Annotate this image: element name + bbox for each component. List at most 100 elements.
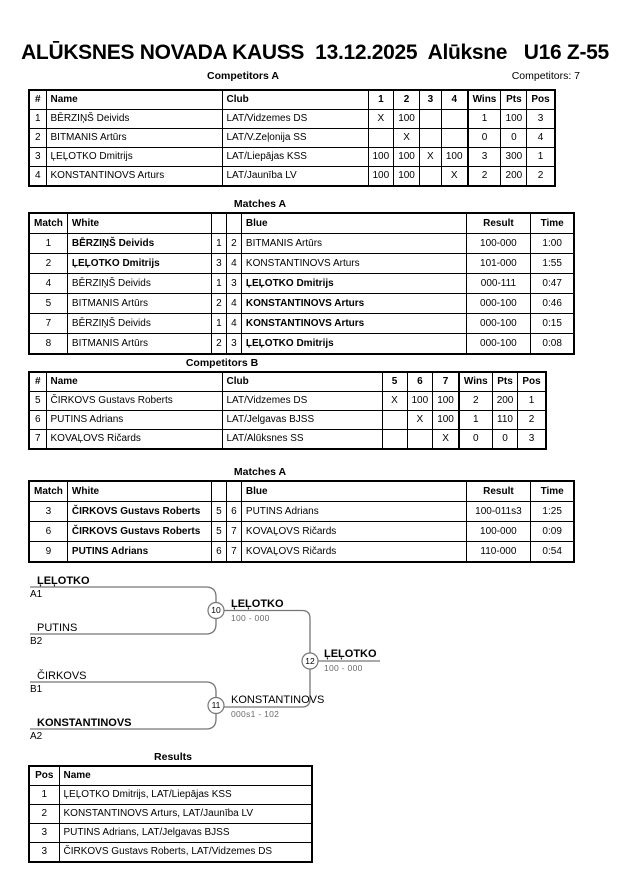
bracket-entry-putins: PUTINS [37,622,78,634]
table-cell: 7 [28,429,47,450]
table-cell: LAT/Alūksnes SS [221,429,383,450]
table-cell: 3 [225,333,242,355]
match11-number: 11 [211,700,221,710]
table-header-cell: 6 [406,371,434,392]
table-cell: KONSTANTINOVS Arturs [240,313,467,334]
table-cell: 3 [517,429,547,450]
table-header-cell: Pos [517,371,547,392]
table-header-cell: Time [529,480,575,502]
table-cell: 1 [210,273,227,294]
bracket-lines [30,586,380,730]
table-cell: 2 [225,233,242,254]
page-title: ALŪKSNES NOVADA KAUSS 13.12.2025 Alūksne… [21,41,609,64]
table-header-cell: # [28,371,47,392]
table-cell: 0 [491,429,519,450]
table-cell: 6 [210,541,227,563]
table-cell: 3 [28,501,68,522]
table-cell: 3 [210,253,227,274]
table-cell: 2 [28,128,47,148]
table-cell: X [432,429,460,450]
table-header-cell [225,480,242,502]
table-cell: 100 [393,147,420,167]
table-cell: 1 [210,313,227,334]
table-cell: ĻEĻOTKO Dmitrijs [66,253,212,274]
table-cell: 2 [457,391,493,411]
table-cell: 300 [500,147,528,167]
table-header-cell: Match [28,480,68,502]
table-cell: 0 [466,128,502,148]
table-cell [418,109,442,129]
table-cell: 100 [393,109,420,129]
matches-b-heading: Matches A [233,466,287,478]
table-header-cell: Pts [500,89,528,110]
table-cell: 4 [526,128,556,148]
table-header-cell: 7 [432,371,460,392]
table-cell: 9 [28,541,68,563]
bracket-entry-lelotko: ĻEĻOTKO [37,575,90,587]
match11-winner: KONSTANTINOVS [231,694,325,706]
table-header-cell: Pos [526,89,556,110]
table-cell: 2 [28,253,68,274]
table-cell [440,128,469,148]
table-cell: BITMANIS Artūrs [66,333,212,355]
table-cell: KONSTANTINOVS Arturs [240,293,467,314]
table-cell: X [393,128,420,148]
table-cell: 0:08 [529,333,575,355]
table-cell: 100-000 [465,521,531,542]
table-cell: 4 [28,166,47,187]
table-header-cell [210,212,227,234]
table-header-cell: White [66,480,212,502]
table-cell: BĒRZIŅŠ Deivids [66,313,212,334]
table-cell: ĻEĻOTKO Dmitrijs, LAT/Liepājas KSS [58,785,313,805]
table-cell: X [418,147,442,167]
table-cell: PUTINS Adrians [240,501,467,522]
bracket-entry-konstantinovs: KONSTANTINOVS [37,717,132,729]
table-cell: PUTINS Adrians [45,410,223,430]
table-cell: 100 [500,109,528,129]
table-cell: ČIRKOVS Gustavs Roberts [66,501,212,522]
table-cell: 3 [28,842,60,863]
table-header-cell: 1 [367,89,395,110]
table-header-cell: Match [28,212,68,234]
table-cell: 2 [526,166,556,187]
table-cell: ČIRKOVS Gustavs Roberts [66,521,212,542]
table-header-cell: Pos [28,765,60,786]
table-cell: BĒRZIŅŠ Deivids [66,273,212,294]
table-header-cell: Name [45,371,223,392]
table-cell: 200 [491,391,519,411]
table-cell: BITMANIS Artūrs [240,233,467,254]
table-cell: BITMANIS Artūrs [66,293,212,314]
table-cell: X [406,410,434,430]
table-cell: 100 [406,391,434,411]
table-cell: 2 [210,293,227,314]
table-cell: KOVAĻOVS Ričards [240,521,467,542]
table-header-cell: 4 [440,89,469,110]
match12-score: 100 - 000 [324,663,363,673]
table-cell: 100 [367,147,395,167]
table-cell: ČIRKOVS Gustavs Roberts [45,391,223,411]
table-header-cell: Club [221,89,369,110]
table-cell: LAT/Vidzemes DS [221,391,383,411]
table-cell: PUTINS Adrians [66,541,212,563]
table-cell: 1 [28,233,68,254]
match10-score: 100 - 000 [231,613,270,623]
table-cell: BĒRZIŅŠ Deivids [66,233,212,254]
